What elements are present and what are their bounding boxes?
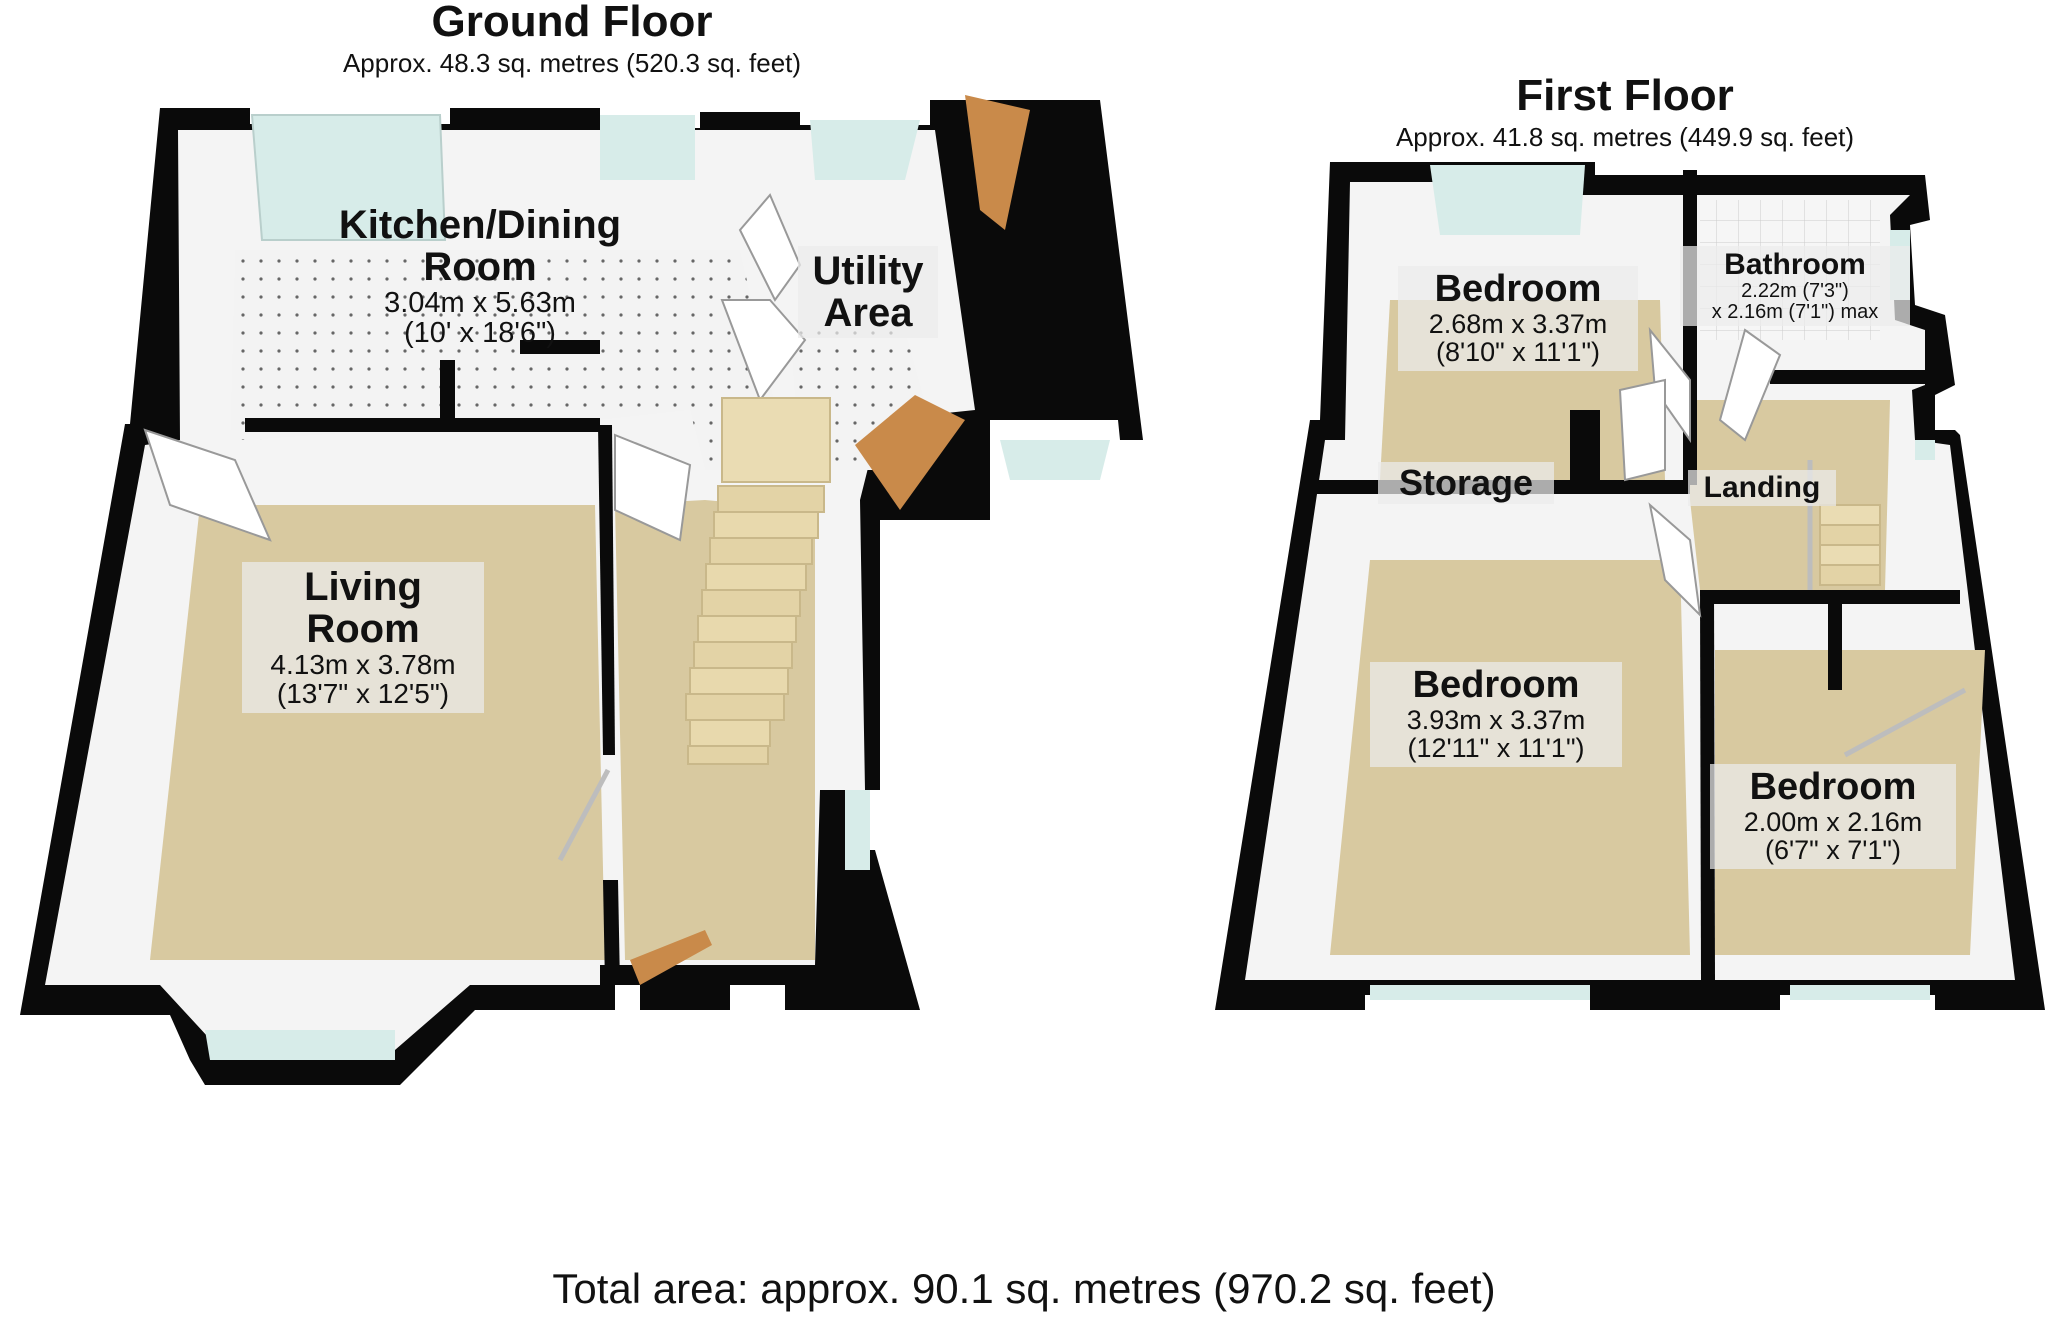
room-name: Room <box>306 607 420 651</box>
room-dimensions-metric: 2.68m x 3.37m <box>1428 308 1608 339</box>
kitchen-window-1 <box>250 114 447 241</box>
room-dimensions-imperial: (13'7" x 12'5") <box>276 678 450 710</box>
total-area: Total area: approx. 90.1 sq. metres (970… <box>552 1265 1496 1312</box>
hall-side-window <box>845 790 870 870</box>
ground-floor-title: Ground Floor <box>431 0 713 46</box>
storage-inner-wall <box>1570 410 1600 485</box>
utility-back-door <box>855 395 965 510</box>
living-glass-door <box>143 428 272 542</box>
room-name: Landing <box>1703 471 1821 504</box>
living-hall-wall <box>598 425 615 755</box>
bedroom-3-window <box>1790 985 1930 1000</box>
storage-label: Storage <box>1378 462 1554 504</box>
bay-window <box>205 1030 395 1060</box>
utility-wall <box>985 210 1005 420</box>
bathroom-lower-wall <box>1770 370 1935 384</box>
hall-wall-lower <box>603 880 620 985</box>
room-dimensions-line1: 2.22m (7'3") <box>1741 279 1849 302</box>
room-dimensions-metric: 3.93m x 3.37m <box>1406 704 1586 735</box>
front-door <box>630 930 712 985</box>
ground-floor-staircase <box>685 397 831 765</box>
bedroom-2-label: Bedroom 3.93m x 3.37m (12'11" x 11'1") <box>1370 662 1622 767</box>
bed3-top-wall <box>1705 590 1960 604</box>
utility-wall-2 <box>990 250 1078 262</box>
kitchen-floor <box>230 250 790 470</box>
living-room-label: Living Room 4.13m x 3.78m (13'7" x 12'5"… <box>242 562 484 713</box>
first-floor-staircase <box>1807 460 1881 590</box>
bedroom-1-label: Bedroom 2.68m x 3.37m (8'10" x 11'1") <box>1398 266 1638 371</box>
storage-door <box>1618 378 1666 482</box>
room-dimensions-metric: 3.04m x 5.63m <box>384 287 576 319</box>
room-dimensions-metric: 2.00m x 2.16m <box>1743 806 1923 837</box>
room-name: Room <box>423 245 537 289</box>
room-dimensions-imperial: (10' x 18'6") <box>404 317 556 350</box>
room-name: Bedroom <box>1412 664 1580 706</box>
room-name: Living <box>304 565 422 609</box>
utility-area-label: Utility Area <box>798 246 938 338</box>
room-dimensions-metric: 4.13m x 3.78m <box>270 649 456 680</box>
room-dimensions-imperial: (12'11" x 11'1") <box>1407 733 1585 764</box>
store-window <box>1000 440 1110 480</box>
living-door-swing <box>557 768 611 862</box>
utility-window <box>810 120 920 180</box>
room-dimensions-imperial: (8'10" x 11'1") <box>1435 337 1601 368</box>
room-dimensions-line2: x 2.16m (7'1") max <box>1711 300 1879 323</box>
living-kitchen-wall <box>245 418 600 432</box>
bedroom-2-door <box>1648 502 1702 618</box>
landing-label: Landing <box>1688 470 1836 506</box>
bathroom-door <box>1718 328 1782 442</box>
room-name: Utility <box>812 249 924 293</box>
bed2-bed3-wall <box>1700 590 1715 980</box>
bedroom-1-window <box>1430 165 1585 235</box>
bedroom-1-door <box>1648 326 1691 444</box>
hall-glass-door <box>614 433 692 542</box>
room-name: Kitchen/Dining <box>338 203 622 247</box>
kitchen-window-2 <box>600 115 695 180</box>
bedroom-3-door-swing <box>1843 687 1967 758</box>
bathroom-label: Bathroom 2.22m (7'3") x 2.16m (7'1") max <box>1680 246 1910 326</box>
utility-glass-door <box>720 299 807 403</box>
first-floor-title: First Floor <box>1516 71 1734 120</box>
kitchen-cupboard-wall-2 <box>520 340 600 354</box>
outside-door <box>965 95 1030 230</box>
ground-floor-area: Approx. 48.3 sq. metres (520.3 sq. feet) <box>342 48 802 78</box>
room-name: Bathroom <box>1724 248 1866 281</box>
cupboard-wall <box>1828 600 1842 690</box>
room-dimensions-imperial: (6'7" x 7'1") <box>1764 835 1902 866</box>
bedroom-3-label: Bedroom 2.00m x 2.16m (6'7" x 7'1") <box>1710 764 1956 869</box>
first-floor-area: Approx. 41.8 sq. metres (449.9 sq. feet) <box>1395 122 1855 152</box>
kitchen-dining-label: Kitchen/Dining Room 3.04m x 5.63m (10' x… <box>315 200 645 353</box>
bedroom-2-window <box>1370 985 1590 1000</box>
room-name: Bedroom <box>1434 268 1602 310</box>
room-name: Storage <box>1398 462 1534 503</box>
room-name: Area <box>823 291 913 335</box>
room-name: Bedroom <box>1749 766 1917 808</box>
landing-window <box>1915 440 1935 460</box>
kitchen-cupboard-wall <box>440 360 455 420</box>
ground-floor-plan <box>20 95 1143 1085</box>
